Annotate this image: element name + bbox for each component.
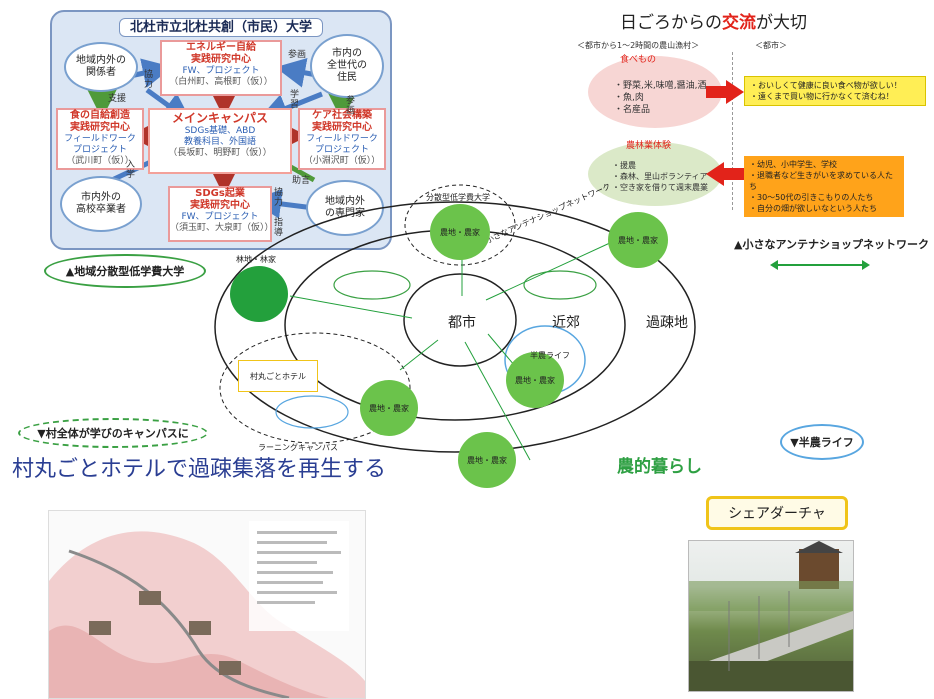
- tag-cooperate: 協力: [144, 70, 154, 90]
- village-map-image: [48, 510, 366, 699]
- photo-graphic: [689, 541, 853, 691]
- rural-label: 過疎地: [646, 315, 688, 331]
- food-center-box: 食の自給創造実践研究中心 フィールドワークプロジェクト（武川町（仮））: [56, 108, 144, 170]
- food-item: ・名産品: [614, 105, 651, 115]
- antenna-legend-arrow: [770, 260, 870, 270]
- green-oval-1: [333, 270, 411, 300]
- suburb-label: 近郊: [552, 315, 580, 331]
- rural-heading: ＜都市から1～2時間の農山漁村＞: [577, 41, 700, 50]
- bunsan-univ-top-label: 分散型低学費大学: [426, 193, 490, 202]
- farm-life-label: 農的暮らし: [617, 457, 702, 477]
- city-people-line: ・30～50代の引きこもりの人たち: [749, 193, 874, 202]
- exchange-arrows: [706, 80, 744, 186]
- tag-advice: 助言: [292, 176, 311, 186]
- city-people-line: ・自分の畑が欲しいなという人たち: [749, 204, 877, 213]
- farm-item: ・森林、里山ボランティア: [612, 172, 708, 181]
- farm-bubble: [588, 142, 722, 206]
- forest-label: 林地・林家: [236, 255, 276, 264]
- sdgs-center-box: SDGs起業実践研究中心 FW、プロジェクト（須玉町、大泉町（仮））: [168, 186, 274, 242]
- city-heading: ＜都市＞: [755, 41, 787, 50]
- graduates-ellipse: 市内外の 高校卒業者: [60, 176, 142, 232]
- farm-experience-label: 農林業体験: [626, 141, 672, 151]
- tag-guide: 指導: [274, 218, 284, 238]
- hotel-box: 村丸ごとホテル: [238, 360, 318, 392]
- food-list: ・野菜,米,味噌,醤油,酒 ・魚,肉 ・名産品: [614, 80, 706, 116]
- city-people-line: ・退職者など生きがいを求めている人たち: [749, 171, 893, 191]
- tag-cooperate2: 協力: [274, 188, 284, 208]
- farm-node: 農地・農家: [458, 432, 516, 488]
- red-arrow-food: [706, 80, 744, 104]
- divider: [732, 52, 734, 210]
- food-label: 食べもの: [620, 55, 657, 65]
- care-center-box: ケア社会構築実践研究中心 フィールドワークプロジェクト（小淵沢町（仮））: [298, 108, 386, 170]
- city-food-line: ・おいしくて健康に良い食べ物が欲しい！: [750, 81, 902, 90]
- experts-ellipse: 地域内外 の専門家: [306, 180, 384, 236]
- tag-participate: 参画: [288, 50, 307, 60]
- campus-label: ▼村全体が学びのキャンパスに: [18, 418, 208, 448]
- share-dacha-label: シェアダーチャ: [706, 496, 848, 530]
- bunsan-univ-label: ▲地域分散型低学費大学: [44, 254, 206, 288]
- forest-node: [230, 266, 288, 322]
- rural-ring: [214, 201, 696, 453]
- green-oval-2: [523, 270, 597, 300]
- university-title: 北杜市立北杜共創（市民）大学: [52, 16, 390, 37]
- farm-item: ・援農: [612, 161, 636, 170]
- exchange-title: 日ごろからの交流が大切: [620, 13, 807, 33]
- farm-item: ・空き家を借りて週末農業: [612, 183, 708, 192]
- bunsan-univ-ring: [404, 184, 516, 266]
- city-ring: [403, 273, 517, 367]
- city-food-note: ・おいしくて健康に良い食べ物が欲しい！ ・遠くまで買い物に行かなくて済むね！: [744, 76, 926, 106]
- farm-node: 農地・農家: [430, 204, 490, 260]
- antenna-network-label: ▲小さなアンテナショップネットワーク: [734, 238, 930, 251]
- city-people-note: ・幼児、小中学生、学校 ・退職者など生きがいを求めている人たち ・30～50代の…: [744, 156, 904, 217]
- headline: 村丸ごとホテルで過疎集落を再生する: [12, 457, 387, 482]
- farm-node: 農地・農家: [608, 212, 668, 268]
- stakeholders-ellipse: 地域内外の 関係者: [64, 42, 138, 92]
- food-item: ・魚,肉: [614, 93, 644, 103]
- university-panel: 北杜市立北杜共創（市民）大学 地域内外の 関係者 市内の 全世代の 住民 市内外…: [50, 10, 392, 250]
- tag-study: 学習: [290, 90, 300, 110]
- share-dacha-photo: [688, 540, 854, 692]
- red-arrow-people: [706, 162, 744, 186]
- farm-node: 農地・農家: [506, 352, 564, 408]
- blue-oval: [275, 395, 349, 429]
- energy-center-box: エネルギー自給実践研究中心 FW、プロジェクト（白州町、高根町（仮））: [160, 40, 282, 96]
- farm-node: 農地・農家: [360, 380, 418, 436]
- half-farm-life-label: ▼半農ライフ: [780, 424, 864, 460]
- food-bubble: [588, 56, 722, 128]
- learning-campus-label: ラーニングキャンパス: [258, 443, 338, 452]
- city-people-line: ・幼児、小中学生、学校: [749, 160, 837, 169]
- city-food-line: ・遠くまで買い物に行かなくて済むね！: [750, 92, 894, 101]
- tag-support: 支援: [108, 94, 127, 104]
- food-item: ・野菜,米,味噌,醤油,酒: [614, 81, 707, 91]
- residents-ellipse: 市内の 全世代の 住民: [310, 34, 384, 98]
- map-graphic: [49, 521, 365, 698]
- tag-enroll: 入学: [126, 160, 136, 180]
- tag-participate2: 参画: [346, 96, 356, 116]
- farm-list: ・援農 ・森林、里山ボランティア ・空き家を借りて週末農業: [612, 160, 708, 193]
- half-farm-life-small: 半農ライフ: [530, 351, 570, 360]
- city-label: 都市: [448, 315, 476, 331]
